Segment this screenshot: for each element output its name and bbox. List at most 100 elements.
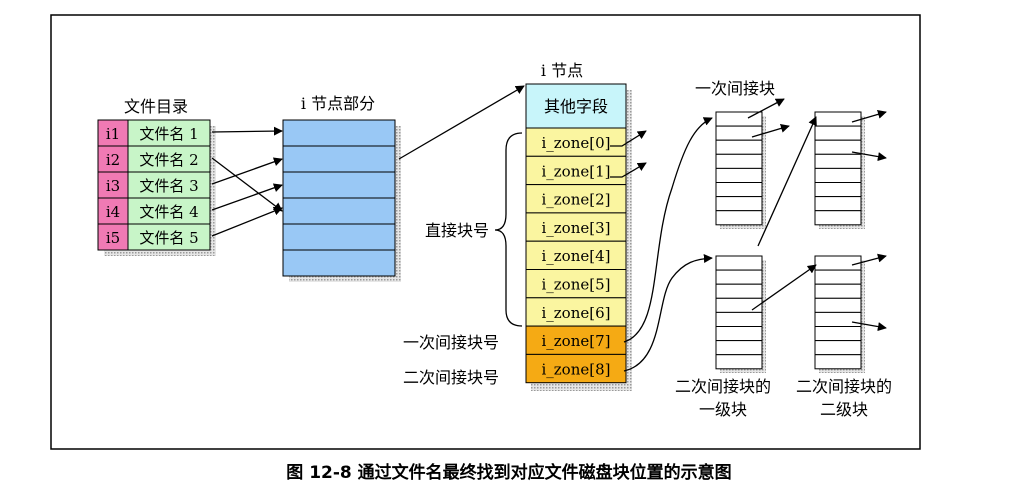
zone-cell — [525, 155, 627, 186]
arrow-file4-to-inode — [211, 183, 283, 211]
inode-header-text: 其他字段 — [544, 97, 608, 116]
block-row — [814, 210, 862, 226]
block-row — [715, 340, 763, 356]
file-name-text: 文件名 3 — [139, 177, 198, 195]
zone-text: i_zone[7] — [541, 332, 610, 350]
block-row — [715, 210, 763, 226]
direct-block-label: 直接块号 — [425, 221, 489, 240]
zone-text: i_zone[0] — [541, 134, 610, 152]
arrow-file1-to-inode — [211, 126, 283, 136]
inode-section-row — [282, 119, 396, 147]
figure-caption: 图 12-8 通过文件名最终找到对应文件磁盘块位置的示意图 — [286, 462, 731, 483]
direct-block-brace — [494, 132, 523, 327]
zone-cell — [525, 325, 627, 355]
inode-section-rows — [282, 119, 396, 277]
zone-text: i_zone[5] — [541, 276, 610, 294]
file-directory-rows: i1 文件名 1 i2 文件名 2 i3 文件名 3 i4 文件名 4 i5 文件名 5 — [97, 119, 211, 251]
arrow-file2-to-inode — [211, 157, 283, 212]
zone-cell — [525, 353, 627, 384]
block-row — [814, 196, 862, 212]
inode-id-cell — [97, 171, 129, 199]
single-indirect-label: 一次间接块号 — [403, 333, 499, 352]
block-row — [814, 111, 862, 127]
double-indirect-level2-block-a — [814, 111, 865, 229]
file-directory-label: 文件目录 — [124, 97, 188, 116]
block-row — [715, 153, 763, 169]
arrow-single-block-row1 — [747, 98, 785, 119]
block-row — [715, 326, 763, 342]
block-row — [814, 297, 862, 313]
block-row — [715, 182, 763, 198]
double-indirect-label: 二次间接块号 — [403, 368, 499, 387]
zone-text: i_zone[4] — [541, 247, 610, 265]
arrow-section-to-inode — [398, 85, 525, 160]
indirect-blocks — [715, 111, 865, 373]
double-indirect-level1-block — [715, 255, 766, 373]
arrow-level2a-row1 — [851, 109, 887, 123]
zone-cell — [525, 269, 627, 299]
block-row — [814, 311, 862, 327]
arrow-zone1 — [610, 162, 647, 178]
inode-zone-rows: i_zone[0]i_zone[1]i_zone[2]i_zone[3]i_zo… — [525, 127, 627, 384]
arrow-zone8-to-double-level1 — [623, 254, 713, 372]
arrow-zone0 — [610, 130, 647, 147]
inode-label: i 节点 — [541, 61, 583, 80]
inode-id-text: i2 — [106, 151, 120, 169]
inode-id-text: i1 — [106, 125, 120, 143]
inode-id-text: i5 — [106, 229, 120, 247]
inode-id-cell — [97, 223, 129, 251]
zone-text: i_zone[2] — [541, 191, 610, 209]
inode: i 节点 其他字段 i_zone[0] i_zone[1] i_zone[2] i_z… — [525, 61, 632, 391]
block-row — [715, 167, 763, 183]
zone-cell — [525, 184, 627, 214]
file-name-text: 文件名 4 — [139, 203, 198, 221]
inode-section-row — [282, 223, 396, 251]
inode-header-cell — [525, 83, 627, 129]
block-row — [715, 269, 763, 285]
block-row — [814, 326, 862, 342]
block-row — [814, 283, 862, 299]
arrow-single-block-row2 — [751, 123, 790, 138]
block-row — [814, 167, 862, 183]
figure-frame — [50, 14, 921, 450]
block-row — [715, 354, 763, 370]
connection-arrows — [211, 85, 887, 372]
inode-section-row — [282, 145, 396, 173]
single-indirect-block — [715, 111, 766, 229]
arrow-level2b-row1 — [851, 253, 887, 266]
arrow-level2a-row2 — [851, 151, 887, 162]
double-indirect-level2-block-b — [814, 255, 865, 373]
single-indirect-block-label: 一次间接块 — [695, 79, 775, 98]
file-directory: 文件目录 i1 文件名 1 i2 文件名 2 i3 文件名 3 i4 文件名 4 i5 文件名 5 — [97, 97, 216, 256]
inode-section-row — [282, 249, 396, 277]
block-row — [814, 255, 862, 271]
file-name-cell — [127, 223, 211, 251]
zone-text: i_zone[8] — [541, 360, 610, 378]
block-row — [715, 125, 763, 141]
block-row — [814, 153, 862, 169]
arrow-file5-to-inode — [211, 206, 283, 237]
file-name-text: 文件名 2 — [139, 151, 198, 169]
zone-text: i_zone[1] — [541, 162, 610, 180]
file-name-text: 文件名 5 — [139, 229, 198, 247]
arrow-level1-to-level2-bottom — [751, 264, 817, 311]
file-name-text: 文件名 1 — [139, 125, 198, 143]
block-row — [814, 354, 862, 370]
block-row — [715, 311, 763, 327]
arrow-level1-to-level2-top — [757, 116, 817, 247]
arrow-zone7-to-single-block — [623, 117, 713, 343]
inode-id-text: i3 — [106, 177, 120, 195]
zone-text: i_zone[6] — [541, 304, 610, 322]
block-row — [814, 182, 862, 198]
double-indirect-level2-label-line1: 二次间接块的 — [796, 377, 892, 396]
arrow-level2b-row2 — [851, 321, 887, 332]
block-row — [715, 139, 763, 155]
double-indirect-level1-label-line1: 二次间接块的 — [675, 377, 771, 396]
block-row — [715, 283, 763, 299]
zone-cell — [525, 212, 627, 242]
block-row — [814, 340, 862, 356]
inode-id-text: i4 — [106, 203, 120, 221]
inode-id-cell — [97, 197, 129, 225]
block-row — [715, 255, 763, 271]
